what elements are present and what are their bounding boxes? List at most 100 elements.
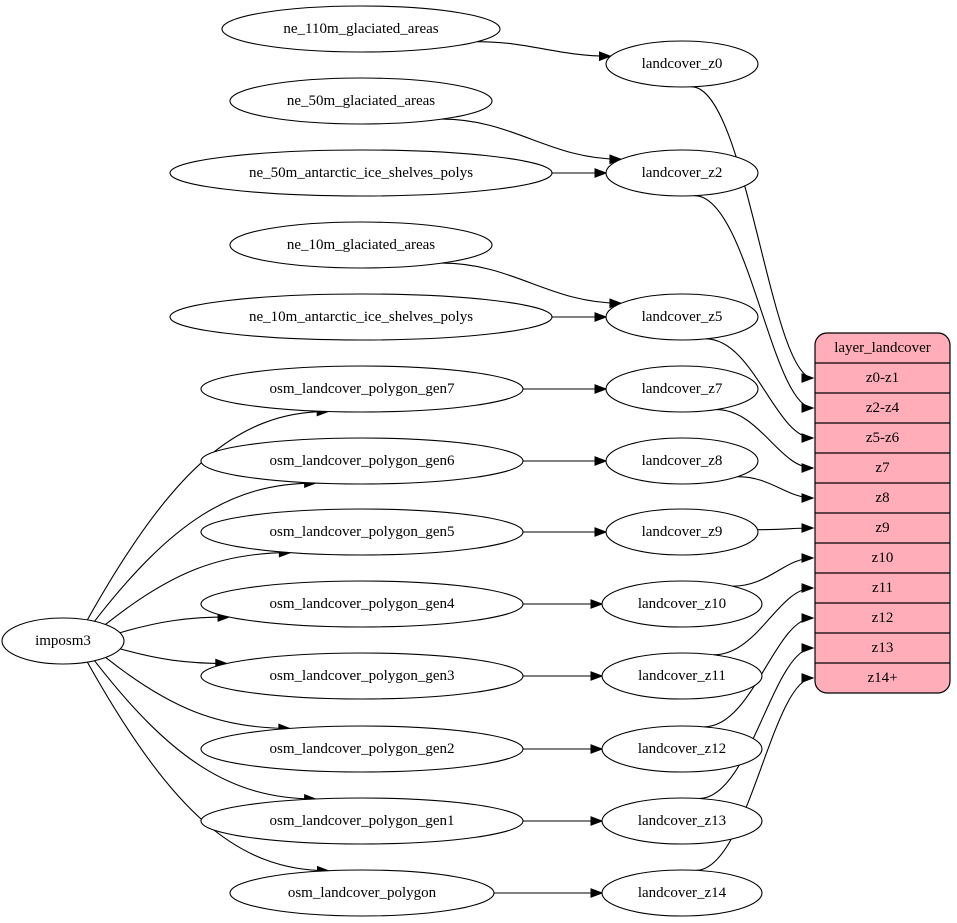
edge-osm_landcover_polygon-to-landcover_z14 bbox=[493, 888, 604, 898]
node-osm_landcover_polygon_gen5[interactable]: osm_landcover_polygon_gen5 bbox=[200, 508, 524, 556]
edge-landcover_z12-to-layer_landcover-z12 bbox=[704, 613, 815, 728]
node-shape bbox=[200, 725, 524, 773]
table-row-label[interactable]: z9 bbox=[875, 520, 889, 536]
node-osm_landcover_polygon[interactable]: osm_landcover_polygon bbox=[229, 869, 495, 917]
table-row-label[interactable]: z11 bbox=[872, 580, 893, 596]
node-label: ne_10m_glaciated_areas bbox=[287, 237, 435, 253]
edge-line bbox=[119, 616, 230, 634]
node-landcover_z10[interactable]: landcover_z10 bbox=[601, 580, 763, 628]
node-shape bbox=[200, 508, 524, 556]
node-label: landcover_z2 bbox=[642, 165, 723, 181]
edge-arrowhead bbox=[801, 523, 815, 533]
edge-line bbox=[441, 118, 621, 160]
table-row-label[interactable]: z7 bbox=[875, 460, 890, 476]
node-ne_110m_glaciated_areas[interactable]: ne_110m_glaciated_areas bbox=[221, 5, 501, 53]
node-osm_landcover_polygon_gen4[interactable]: osm_landcover_polygon_gen4 bbox=[200, 580, 524, 628]
table-row-label[interactable]: z8 bbox=[875, 490, 889, 506]
edge-ne_50m_antarctic_ice_shelves_polys-to-landcover_z2 bbox=[552, 168, 608, 178]
node-landcover_z12[interactable]: landcover_z12 bbox=[601, 725, 763, 773]
table-title: layer_landcover bbox=[834, 340, 931, 356]
node-ne_10m_glaciated_areas[interactable]: ne_10m_glaciated_areas bbox=[229, 221, 493, 269]
node-osm_landcover_polygon_gen3[interactable]: osm_landcover_polygon_gen3 bbox=[200, 652, 524, 700]
edge-line bbox=[732, 557, 814, 587]
edge-osm_landcover_polygon_gen3-to-landcover_z11 bbox=[522, 671, 604, 681]
edge-arrowhead bbox=[801, 643, 815, 653]
edge-line bbox=[94, 660, 316, 800]
node-landcover_z8[interactable]: landcover_z8 bbox=[605, 437, 759, 485]
node-label: osm_landcover_polygon_gen5 bbox=[270, 524, 455, 540]
edge-arrowhead bbox=[801, 583, 815, 593]
edge-osm_landcover_polygon_gen1-to-landcover_z13 bbox=[523, 816, 604, 826]
node-shape bbox=[605, 149, 759, 197]
node-shape bbox=[200, 580, 524, 628]
node-shape bbox=[221, 5, 501, 53]
table-row-label[interactable]: z14+ bbox=[867, 670, 897, 686]
table-row-label[interactable]: z5-z6 bbox=[866, 430, 900, 446]
node-landcover_z13[interactable]: landcover_z13 bbox=[601, 797, 763, 845]
node-label: ne_10m_antarctic_ice_shelves_polys bbox=[249, 309, 473, 325]
node-landcover_z14[interactable]: landcover_z14 bbox=[601, 869, 763, 917]
node-landcover_z9[interactable]: landcover_z9 bbox=[605, 508, 759, 556]
edge-line bbox=[441, 262, 621, 304]
node-shape bbox=[169, 293, 553, 341]
edge-arrowhead bbox=[594, 384, 608, 394]
node-ne_50m_glaciated_areas[interactable]: ne_50m_glaciated_areas bbox=[229, 77, 493, 125]
table-row-label[interactable]: z10 bbox=[872, 550, 894, 566]
node-label: ne_110m_glaciated_areas bbox=[283, 21, 438, 37]
node-label: landcover_z7 bbox=[642, 381, 723, 397]
edge-landcover_z11-to-layer_landcover-z11 bbox=[713, 583, 815, 656]
table-row-label[interactable]: z13 bbox=[872, 640, 894, 656]
node-landcover_z2[interactable]: landcover_z2 bbox=[605, 149, 759, 197]
edge-arrowhead bbox=[594, 168, 608, 178]
node-shape bbox=[1, 617, 125, 665]
node-imposm3[interactable]: imposm3 bbox=[1, 617, 125, 665]
node-shape bbox=[601, 652, 763, 700]
edge-arrowhead bbox=[801, 403, 815, 413]
node-shape bbox=[229, 869, 495, 917]
node-shape bbox=[200, 652, 524, 700]
edge-landcover_z8-to-layer_landcover-z8 bbox=[737, 476, 815, 503]
edges-layer bbox=[86, 41, 815, 898]
node-shape bbox=[601, 869, 763, 917]
table-row-label[interactable]: z2-z4 bbox=[866, 400, 900, 416]
node-label: osm_landcover_polygon_gen7 bbox=[270, 381, 455, 397]
edge-arrowhead bbox=[594, 312, 608, 322]
node-osm_landcover_polygon_gen2[interactable]: osm_landcover_polygon_gen2 bbox=[200, 725, 524, 773]
edge-imposm3-to-osm_landcover_polygon_gen3 bbox=[120, 648, 229, 669]
node-landcover_z0[interactable]: landcover_z0 bbox=[605, 40, 759, 88]
node-label: imposm3 bbox=[35, 633, 91, 649]
edge-arrowhead bbox=[801, 673, 815, 683]
edge-arrowhead bbox=[598, 51, 612, 62]
edge-arrowhead bbox=[594, 527, 608, 537]
node-shape bbox=[200, 437, 524, 485]
edge-arrowhead bbox=[801, 433, 815, 443]
edge-arrowhead bbox=[801, 373, 815, 383]
node-landcover_z7[interactable]: landcover_z7 bbox=[605, 365, 759, 413]
node-landcover_z11[interactable]: landcover_z11 bbox=[601, 652, 763, 700]
node-osm_landcover_polygon_gen1[interactable]: osm_landcover_polygon_gen1 bbox=[200, 797, 524, 845]
node-ne_50m_antarctic_ice_shelves_polys[interactable]: ne_50m_antarctic_ice_shelves_polys bbox=[169, 149, 553, 197]
edge-arrowhead bbox=[801, 463, 815, 473]
edge-osm_landcover_polygon_gen6-to-landcover_z8 bbox=[523, 456, 608, 466]
edge-arrowhead bbox=[590, 816, 604, 826]
table-row-label[interactable]: z12 bbox=[872, 610, 894, 626]
edge-landcover_z0-to-layer_landcover-z0-z1 bbox=[691, 86, 815, 383]
node-label: ne_50m_antarctic_ice_shelves_polys bbox=[249, 165, 473, 181]
table-row-label[interactable]: z0-z1 bbox=[866, 370, 899, 386]
edge-arrowhead bbox=[801, 613, 815, 623]
node-landcover_z5[interactable]: landcover_z5 bbox=[605, 293, 759, 341]
edge-landcover_z10-to-layer_landcover-z10 bbox=[732, 553, 815, 587]
edge-line bbox=[120, 648, 227, 665]
node-label: osm_landcover_polygon bbox=[288, 885, 437, 901]
node-ne_10m_antarctic_ice_shelves_polys[interactable]: ne_10m_antarctic_ice_shelves_polys bbox=[169, 293, 553, 341]
node-shape bbox=[601, 797, 763, 845]
node-shape bbox=[229, 221, 493, 269]
node-shape bbox=[601, 580, 763, 628]
edge-arrowhead bbox=[590, 599, 604, 609]
edge-landcover_z9-to-layer_landcover-z9 bbox=[757, 523, 815, 533]
node-osm_landcover_polygon_gen7[interactable]: osm_landcover_polygon_gen7 bbox=[200, 365, 524, 413]
node-label: osm_landcover_polygon_gen6 bbox=[270, 453, 455, 469]
node-osm_landcover_polygon_gen6[interactable]: osm_landcover_polygon_gen6 bbox=[200, 437, 524, 485]
node-label: ne_50m_glaciated_areas bbox=[287, 93, 435, 109]
